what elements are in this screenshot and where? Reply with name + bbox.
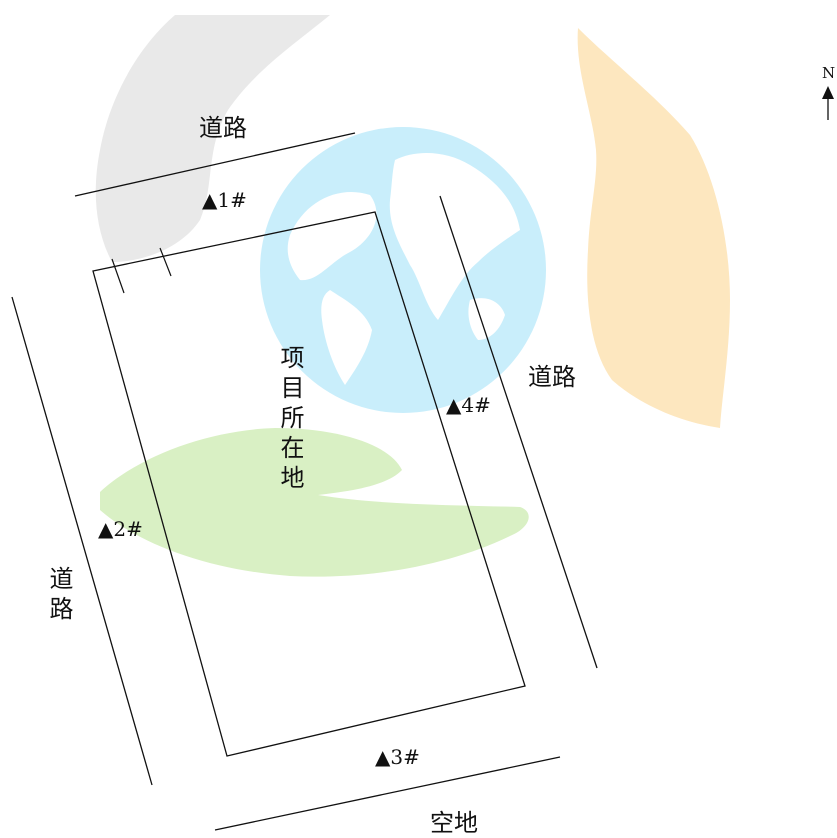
west-road-line — [11, 296, 153, 786]
project-site-label: 项目所在地 — [276, 345, 304, 495]
north-road-line — [74, 132, 356, 197]
monitoring-point-3: ▲3# — [375, 745, 420, 769]
north-arrow-label: N — [822, 64, 836, 82]
north-road-label: 道路 — [199, 114, 247, 142]
boundary-tick — [111, 258, 125, 294]
south-vacant-label: 空地 — [430, 809, 478, 837]
east-road-label: 道路 — [528, 363, 576, 391]
monitoring-point-2: ▲2# — [98, 517, 143, 541]
monitoring-point-4: ▲4# — [446, 393, 491, 417]
east-road-line — [439, 195, 598, 669]
project-site-boundary — [92, 211, 526, 757]
globe-icon — [260, 127, 546, 413]
north-arrow-icon — [822, 86, 834, 120]
west-road-label: 道路 — [45, 566, 73, 626]
green-hand-icon — [100, 428, 529, 577]
boundary-tick — [159, 247, 172, 277]
monitoring-point-1: ▲1# — [202, 188, 247, 212]
grey-hand-icon — [95, 15, 330, 262]
south-vacant-line — [214, 756, 561, 831]
orange-hand-icon — [577, 28, 730, 428]
